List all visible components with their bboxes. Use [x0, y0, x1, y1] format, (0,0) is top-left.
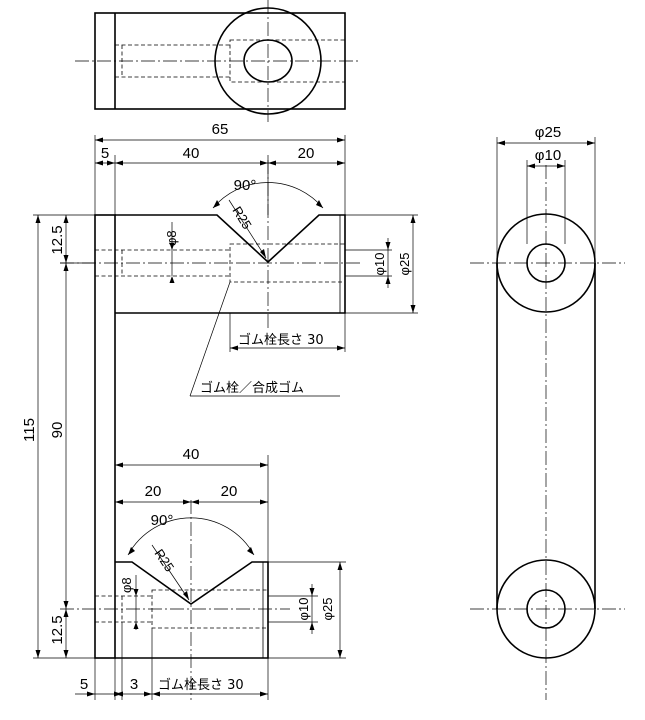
- upper-hidden-rubber: [229, 243, 346, 283]
- dim-phi8-upper: φ8: [164, 230, 179, 246]
- side-view: φ25 φ10: [470, 124, 625, 700]
- dim-angle-upper: 90°: [234, 177, 257, 194]
- dim-middle-height: 90: [49, 422, 66, 439]
- dim-upper-block-right: 20: [298, 145, 315, 162]
- dim-rubber-length-lower: ゴム栓長さ 30: [158, 677, 244, 693]
- vertical-plate: [94, 214, 116, 659]
- dim-lower-block-length: 40: [183, 446, 200, 463]
- dim-bottom-gap: 3: [130, 676, 138, 693]
- dim-total-height: 115: [21, 418, 38, 442]
- side-dim-phi25: φ25: [535, 124, 561, 141]
- dim-phi25-upper: φ25: [397, 253, 412, 276]
- dim-radius-upper: R25: [229, 204, 254, 232]
- front-dimensions: 65 5 40 20 90° R25 φ8 12.5: [21, 121, 418, 700]
- dim-lower-bottom-margin: 12.5: [49, 615, 66, 644]
- dim-rubber-length-upper: ゴム栓長さ 30: [238, 332, 324, 348]
- material-note: ゴム栓／合成ゴム: [200, 380, 304, 396]
- dim-angle-lower: 90°: [151, 512, 174, 529]
- dim-lower-block-left: 20: [145, 483, 162, 500]
- dim-phi10-lower: φ10: [296, 598, 311, 621]
- dim-upper-block-length: 40: [183, 145, 200, 162]
- front-view: [60, 160, 360, 700]
- side-dim-phi10: φ10: [535, 147, 561, 164]
- dim-phi25-lower: φ25: [320, 598, 335, 621]
- dim-bottom-wall: 5: [80, 676, 88, 693]
- dim-lower-block-right: 20: [221, 483, 238, 500]
- dim-left-wall: 5: [101, 145, 109, 162]
- dim-upper-top-margin: 12.5: [49, 225, 66, 254]
- dim-total-width: 65: [212, 121, 229, 138]
- dim-phi10-upper: φ10: [372, 253, 387, 276]
- top-view: [75, 0, 360, 122]
- dim-phi8-lower: φ8: [119, 577, 134, 593]
- lower-block-outline: [115, 561, 269, 659]
